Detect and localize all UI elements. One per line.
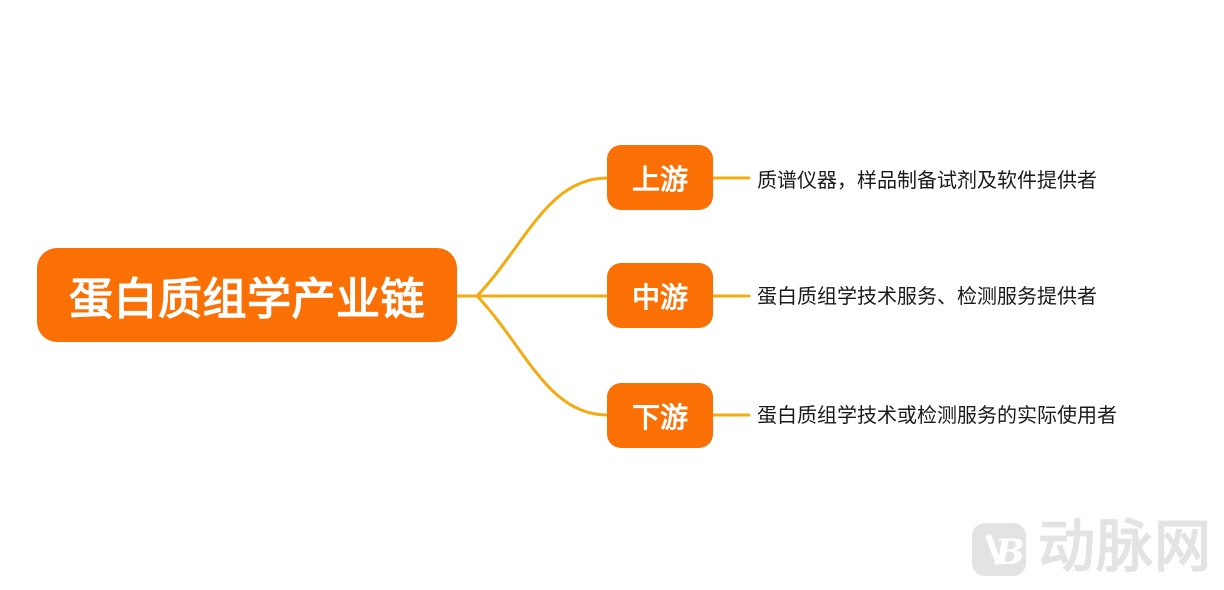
branch-node-label: 上游	[631, 163, 688, 195]
vb-logo-icon: B	[972, 523, 1026, 576]
connector-upstream	[476, 176, 609, 297]
watermark: B 动脉网	[972, 519, 1212, 576]
branch-node-label: 下游	[631, 401, 688, 433]
branch-description-midstream[interactable]: 蛋白质组学技术服务、检测服务提供者	[757, 286, 1097, 308]
root-node-industry-chain[interactable]: 蛋白质组学产业链	[37, 248, 457, 342]
branch-node-upstream[interactable]: 上游	[607, 145, 713, 210]
branch-node-label: 中游	[631, 281, 688, 313]
vb-logo-monogram: B	[994, 532, 1025, 573]
branch-node-midstream[interactable]: 中游	[607, 263, 713, 328]
watermark-brand-text: 动脉网	[1038, 515, 1212, 579]
branch-description-downstream[interactable]: 蛋白质组学技术或检测服务的实际使用者	[757, 405, 1117, 427]
branch-description-upstream[interactable]: 质谱仪器，样品制备试剂及软件提供者	[757, 170, 1097, 192]
root-node-label: 蛋白质组学产业链	[69, 275, 425, 324]
connector-downstream	[476, 295, 609, 417]
branch-node-downstream[interactable]: 下游	[607, 383, 713, 448]
